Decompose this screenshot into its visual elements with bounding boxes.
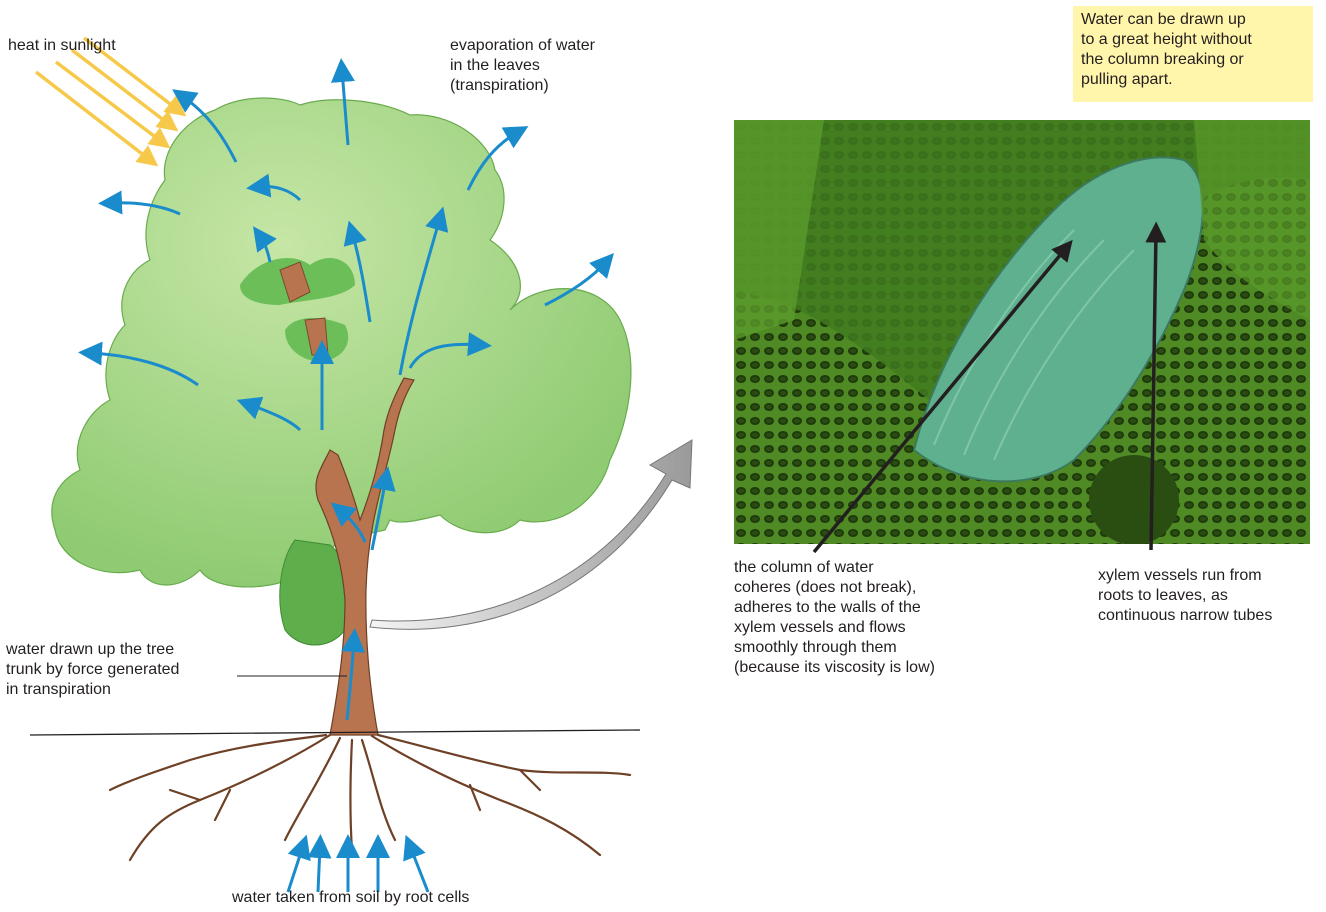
trunk-label: water drawn up the tree trunk by force g… bbox=[6, 640, 179, 700]
tree-roots bbox=[110, 735, 630, 860]
xylem-micrograph bbox=[734, 120, 1310, 544]
callout-text: Water can be drawn up to a great height … bbox=[1073, 6, 1313, 90]
sunlight-arrows-icon bbox=[36, 38, 178, 160]
callout-box: Water can be drawn up to a great height … bbox=[1073, 6, 1313, 102]
cohesion-label: the column of water coheres (does not br… bbox=[734, 558, 935, 678]
sunlight-label: heat in sunlight bbox=[8, 36, 116, 56]
roots-label: water taken from soil by root cells bbox=[232, 888, 469, 908]
evaporation-label: evaporation of water in the leaves (tran… bbox=[450, 36, 595, 96]
xylem-label: xylem vessels run from roots to leaves, … bbox=[1098, 566, 1272, 626]
